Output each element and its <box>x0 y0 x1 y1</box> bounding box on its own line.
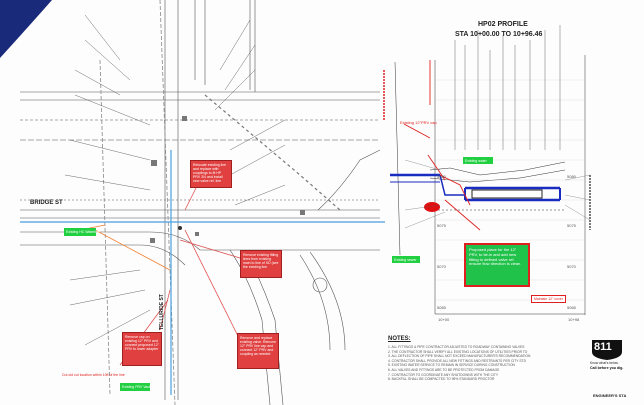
811-line2: Call before you dig. <box>590 366 624 370</box>
profile-proposed-note: Proposed place for the 12" PRV, to tie-i… <box>464 243 530 287</box>
elev-left-2: 5075 <box>437 223 446 228</box>
red-note-3: Remove cap on existing 12" PRV and conne… <box>122 332 162 366</box>
811-logo: 811 Know what's below. Call before you d… <box>590 338 624 372</box>
note-line: 4. CONTRACTOR SHALL PROVIDE ALL NEW FITT… <box>388 358 526 363</box>
corner-decoration <box>0 0 52 58</box>
note-line: 7. CONTRACTOR TO COORDINATE ANY SHUTDOWN… <box>388 372 499 377</box>
notes-list: 1. ALL FITTINGS & PIPE CONTRACTOR ADJUST… <box>388 345 578 382</box>
note-line: 1. ALL FITTINGS & PIPE CONTRACTOR ADJUST… <box>388 345 525 349</box>
note-line: 2. THE CONTRACTOR SHALL VERIFY ALL EXIST… <box>388 349 528 354</box>
telluride-st-label: TELLURIDE ST <box>159 294 165 330</box>
note-line: 8. BACKFILL SHALL BE COMPACTED TO 95% ST… <box>388 377 495 382</box>
elev-right-3: 5070 <box>567 264 576 269</box>
red-note-1: Relocate existing line and replace with … <box>190 160 232 188</box>
note-line: 6. ALL VALVES AND FITTINGS ARE TO BE PRO… <box>388 367 500 372</box>
profile-subtitle: STA 10+00.00 TO 10+96.46 <box>455 31 543 38</box>
profile-green-tag-1: Existing water line <box>463 157 493 167</box>
elev-right-2: 5075 <box>567 223 576 228</box>
elev-right-1: 5080 <box>567 174 576 179</box>
profile-title: HP02 PROFILE <box>478 21 528 28</box>
811-number: 811 <box>594 341 612 353</box>
811-line1: Know what's below. <box>590 361 619 365</box>
elev-left-1: 5080 <box>437 174 446 179</box>
notes-heading: NOTES: <box>388 336 411 342</box>
station-start: 10+00 <box>438 317 450 322</box>
station-end: 10+98 <box>568 317 580 322</box>
elev-right-4: 5065 <box>567 305 576 310</box>
profile-cover-box: Maintain 12" cover <box>531 295 566 303</box>
green-note-waterline: Existing HC Waterline <box>64 228 100 236</box>
note-line: 5. EXISTING WATER SERVICE TO REMAIN IN S… <box>388 363 515 368</box>
profile-red-label: Existing 12"PRV cap <box>400 120 437 125</box>
plan-bottom-red-text: Cut old cut location within 10ft of the … <box>62 373 125 377</box>
note-line: 3. ALL DEFLECTION OF PIPE SHALL NOT EXCE… <box>388 354 531 359</box>
811-shield-icon <box>592 340 622 360</box>
red-note-2: Remove existing fitting lines from exist… <box>240 250 282 278</box>
profile-green-tag-2: Existing sewer main <box>392 256 420 266</box>
elev-left-4: 5065 <box>437 305 446 310</box>
red-note-4: Remove and replace existing valve. Remov… <box>237 333 279 369</box>
elev-left-3: 5070 <box>437 264 446 269</box>
footer-right-label: ENGINEER'S STA <box>593 393 627 398</box>
bridge-st-label: BRIDGE ST <box>30 200 63 206</box>
green-note-prv-vault: Existing PRV Vault <box>120 383 152 391</box>
